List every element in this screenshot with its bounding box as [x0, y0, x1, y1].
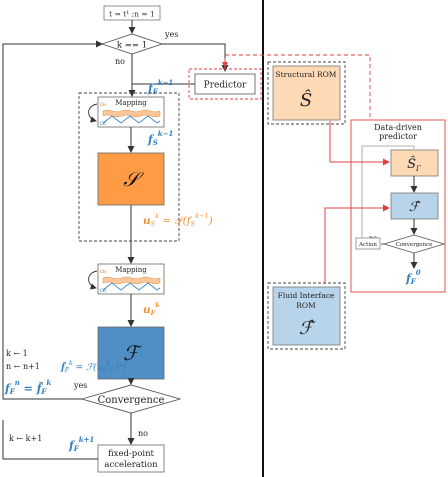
ddp-s-gamma-box [390, 149, 439, 177]
n-increment-note: n ← n+1 [6, 362, 40, 371]
decision-no-label: no [115, 57, 125, 66]
omega-s-1: Ωs [100, 102, 107, 108]
mapping-rotate-icon-1 [88, 103, 98, 123]
fluid-rom-box [272, 286, 341, 346]
ddp-action-label: Action [358, 242, 377, 248]
mapping-interface-blue-1 [102, 115, 161, 124]
convergence-decision [80, 384, 182, 414]
decision-yes-label: yes [164, 30, 178, 39]
structural-rom-connector [329, 121, 390, 166]
mapping-interface-blue-2 [102, 282, 161, 291]
fluid-rom-title-2: ROM [296, 301, 316, 310]
fluid-rom-symbol: ℱ̂ [299, 318, 316, 339]
f-F-km1-label: fFk−1 [147, 78, 173, 96]
ddp-title-1: Data-driven [374, 123, 422, 132]
convergence-label: Convergence [98, 395, 165, 406]
omega-f-2: Ωf [100, 288, 107, 294]
mapping-interface-orange-1 [102, 109, 161, 118]
ddp-action-box [355, 237, 381, 250]
ddp-title-2: predictor [379, 132, 417, 141]
f-F-kp1-label: fFk+1 [68, 435, 94, 453]
fixed-point-label-2: acceleration [104, 460, 158, 470]
mapping-interface-orange-2 [102, 276, 161, 285]
omega-f-1: Ωf [100, 121, 107, 127]
k-reset-note: k ← 1 [6, 349, 28, 358]
fluid-solver-box [97, 326, 165, 380]
fluid-rom-title-1: Fluid Interface [278, 291, 335, 300]
mapping-label-2: Mapping [115, 266, 147, 274]
fluid-rom-connector [324, 204, 390, 284]
k-increment-note: k ← k+1 [9, 434, 42, 443]
structural-rom-frame [267, 61, 346, 125]
ddp-s-gamma-symbol: ŜΓ [407, 155, 422, 173]
fluid-solver-symbol: ℱ [123, 341, 142, 365]
u-S-equation: uSk = 𝒮(fSk−1) [143, 212, 213, 228]
u-F-label: uFk [143, 301, 160, 317]
solid-group-frame [78, 92, 180, 242]
structural-rom-title: Structural ROM [276, 70, 337, 79]
start-label: t = t¹ ;n = 1 [109, 10, 155, 19]
convergence-yes-label: yes [73, 381, 87, 390]
omega-s-2: Ωs [100, 269, 107, 275]
f-n-equation: fFn = f̃Fk [4, 378, 51, 396]
ddp-convergence-decision [382, 234, 446, 254]
predictor-label: Predictor [204, 81, 247, 91]
ddp-f0-output: fF0 [405, 268, 421, 286]
f-S-km1-label: fSk−1 [147, 129, 173, 147]
solid-solver-box [97, 152, 165, 206]
f-tilde-equation: f̃Fk = ℱ(uFk, tⁿ) [60, 360, 127, 374]
fixed-point-box [97, 444, 165, 473]
structural-rom-symbol: Ŝ [300, 88, 312, 111]
convergence-no-label: no [138, 429, 148, 438]
predictor-box [194, 73, 256, 95]
ddp-f-hat-symbol: ℱ̂ [409, 200, 422, 215]
mapping-label-1: Mapping [115, 99, 147, 107]
ddp-f-hat-box [390, 192, 439, 220]
fixed-point-label-1: fixed-point [108, 449, 155, 459]
decision-k-label: k == 1 [117, 41, 147, 51]
fluid-rom-frame [267, 282, 346, 350]
mapping-rotate-icon-2 [88, 270, 98, 290]
ddp-convergence-label: Convergence [396, 242, 433, 248]
structural-rom-box [272, 65, 341, 121]
